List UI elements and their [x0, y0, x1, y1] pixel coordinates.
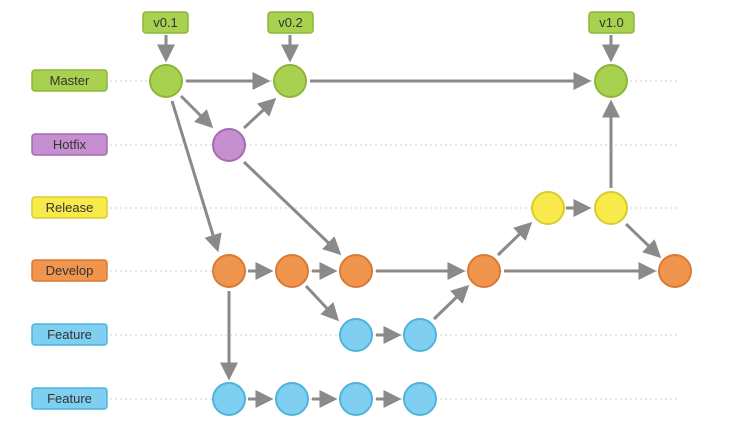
lane-lines [110, 80, 690, 400]
arrow-hotfix-master [242, 97, 277, 130]
arrow-hotfix-develop [242, 160, 342, 256]
tag-v1-0: v1.0 [588, 11, 635, 34]
lane-label-feature-2: Feature [31, 387, 108, 410]
commit-develop-3 [339, 254, 373, 288]
commit-feature-2-3 [339, 382, 373, 416]
commit-release-1 [531, 191, 565, 225]
commit-develop-1 [212, 254, 246, 288]
commit-feature-2-4 [403, 382, 437, 416]
version-tags: v0.1 v0.2 v1.0 [142, 11, 635, 34]
arrow-develop-feature-1 [304, 284, 340, 322]
lane-label-feature-2-text: Feature [47, 391, 92, 406]
lane-labels: Master Hotfix Release Develop Feature Fe… [31, 69, 108, 410]
lane-label-master: Master [31, 69, 108, 92]
arrow-release-develop [624, 222, 662, 259]
lane-label-release-text: Release [46, 200, 94, 215]
lane-label-hotfix-text: Hotfix [53, 137, 87, 152]
tag-v0-1-text: v0.1 [153, 15, 178, 30]
arrows [157, 35, 662, 408]
commit-master-1 [149, 64, 183, 98]
commit-develop-5 [658, 254, 692, 288]
arrow-develop-release [496, 221, 533, 257]
commit-feature-2-1 [212, 382, 246, 416]
arrow-feature-1-develop [432, 284, 470, 321]
lane-label-feature-1-text: Feature [47, 327, 92, 342]
tag-v1-0-text: v1.0 [599, 15, 624, 30]
commit-feature-2-2 [275, 382, 309, 416]
commit-hotfix-1 [212, 128, 246, 162]
commit-release-2 [594, 191, 628, 225]
commit-develop-4 [467, 254, 501, 288]
tag-v0-2: v0.2 [267, 11, 314, 34]
lane-label-master-text: Master [50, 73, 90, 88]
arrow-master-hotfix [179, 94, 214, 129]
commit-master-3 [594, 64, 628, 98]
lane-label-develop: Develop [31, 259, 108, 282]
tag-v0-2-text: v0.2 [278, 15, 303, 30]
lane-label-feature-1: Feature [31, 323, 108, 346]
commit-feature-1-1 [339, 318, 373, 352]
tag-v0-1: v0.1 [142, 11, 189, 34]
commit-feature-1-2 [403, 318, 437, 352]
arrow-master-develop [170, 100, 222, 253]
commit-master-2 [273, 64, 307, 98]
commit-nodes [149, 64, 692, 416]
lane-label-hotfix: Hotfix [31, 133, 108, 156]
commit-develop-2 [275, 254, 309, 288]
lane-label-develop-text: Develop [46, 263, 94, 278]
lane-label-release: Release [31, 196, 108, 219]
